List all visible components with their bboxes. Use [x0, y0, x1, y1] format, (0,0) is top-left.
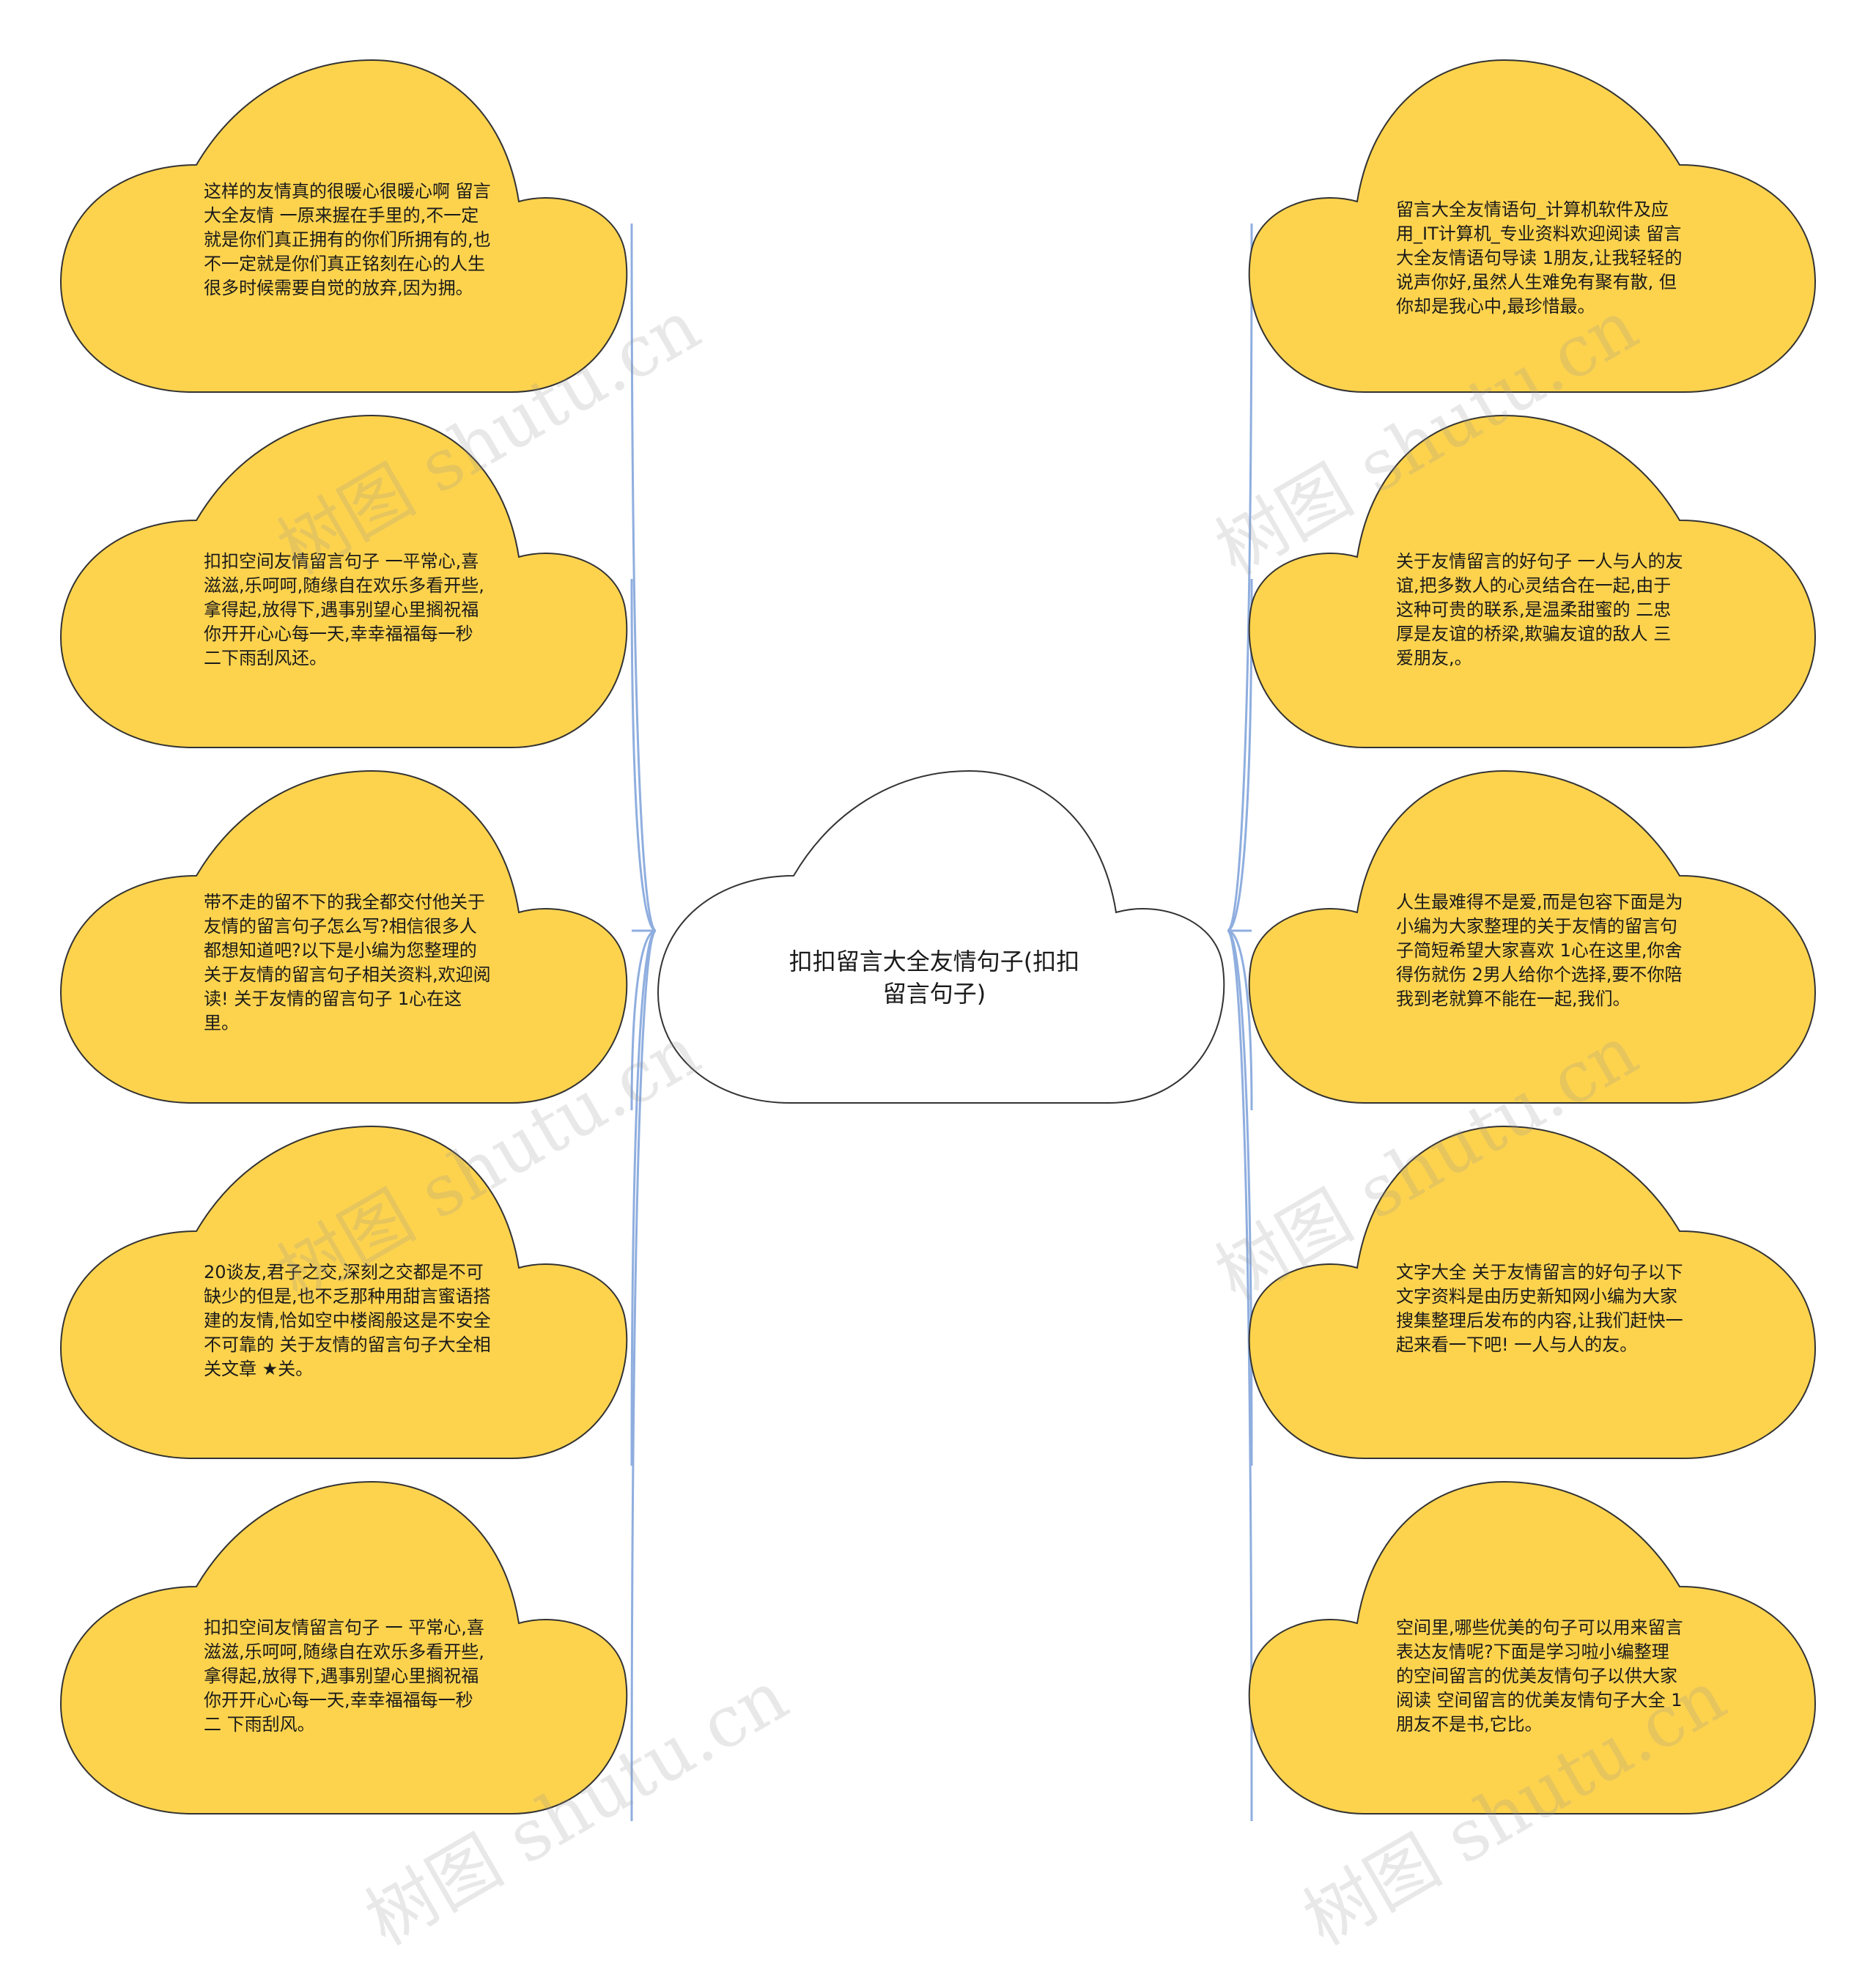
connector-right-2 [1227, 578, 1253, 932]
connector-left-1 [630, 223, 657, 932]
right-node-3-text: 人生最难得不是爱,而是包容下面是为小编为大家整理的关于友情的留言句子简短希望大家… [1396, 892, 1683, 1009]
mindmap-canvas [60, 59, 1816, 1822]
left-node-2-text: 扣扣空间友情留言句子 一平常心,喜滋滋,乐呵呵,随缘自在欢乐多看开些,拿得起,放… [204, 551, 484, 668]
connector-left-5 [630, 929, 657, 1822]
left-node-5-text: 扣扣空间友情留言句子 一 平常心,喜滋滋,乐呵呵,随缘自在欢乐多看开些,拿得起,… [204, 1617, 484, 1735]
left-node-3-text: 带不走的留不下的我全都交付他关于友情的留言句子怎么写?相信很多人都想知道吧?以下… [204, 892, 491, 1033]
connector-right-5 [1227, 929, 1253, 1822]
connector-left-4 [630, 929, 657, 1466]
left-node-1-text: 这样的友情真的很暖心很暖心啊 留言大全友情 一原来握在手里的,不一定就是你们真正… [204, 181, 491, 298]
connector-right-3 [1227, 929, 1253, 1111]
connector-left-3 [630, 929, 657, 1111]
right-node-1-text: 留言大全友情语句_计算机软件及应用_IT计算机_专业资料欢迎阅读 留言大全友情语… [1396, 199, 1683, 317]
left-node-4-text: 20谈友,君子之交,深刻之交都是不可缺少的但是,也不乏那种用甜言蜜语搭建的友情,… [204, 1262, 491, 1379]
right-node-5-text: 空间里,哪些优美的句子可以用来留言表达友情呢?下面是学习啦小编整理的空间留言的优… [1396, 1617, 1683, 1735]
central-topic-label: 扣扣留言大全友情句子(扣扣留言句子) [789, 948, 1080, 1008]
connector-lines [630, 223, 1253, 1822]
connector-right-1 [1227, 223, 1253, 932]
connector-left-2 [630, 578, 657, 932]
right-node-4-text: 文字大全 关于友情留言的好句子以下文字资料是由历史新知网小编为大家搜集整理后发布… [1396, 1262, 1683, 1355]
central-topic [657, 770, 1225, 1104]
right-node-2-text: 关于友情留言的好句子 一人与人的友谊,把多数人的心灵结合在一起,由于这种可贵的联… [1396, 551, 1683, 668]
connector-right-4 [1227, 929, 1253, 1466]
